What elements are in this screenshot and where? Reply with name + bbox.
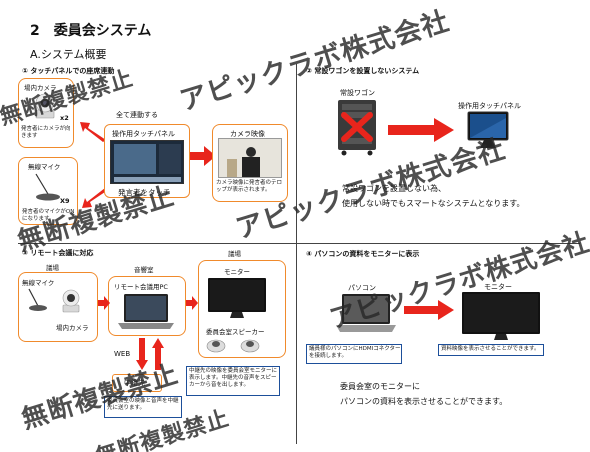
monitor4-caption: 資料映像を表示させることができます。	[441, 346, 540, 352]
section2-desc2: 使用しない時でもスマートなシステムとなります。	[342, 199, 525, 208]
cross-icon	[341, 112, 373, 142]
monitor3-label: モニター	[224, 268, 250, 276]
room-label: 音響室	[134, 266, 154, 274]
mic-count: X9	[60, 197, 70, 205]
mic-caption: 発言者のマイクがONになります	[22, 209, 75, 222]
pc4-caption: 議員様のパソコンにHDMIコネクターを接続します。	[309, 346, 401, 359]
arrow-to-tablet	[388, 118, 454, 142]
monitor4-label: モニター	[484, 283, 512, 291]
arrow-to-video	[190, 146, 216, 166]
remote-microphone-icon	[28, 288, 47, 311]
tablet-icon	[467, 111, 509, 148]
wagon-label: 常設ワゴン	[340, 89, 375, 97]
relay-box	[112, 374, 162, 392]
arrow-pc-to-monitor	[404, 300, 454, 320]
relay-label: 中継先	[124, 379, 145, 387]
mic-box	[18, 157, 78, 225]
video-caption: カメラ映像に発言者のテロップが表示されます。	[216, 180, 283, 193]
monitor4-caption-box	[438, 344, 544, 356]
page-subtitle: A.システム概要	[30, 48, 107, 61]
speaker-label: 委員会室スピーカー	[206, 328, 265, 336]
panel-caption: 発言者をタッチ	[118, 188, 171, 197]
remote-camera-label: 場内カメラ	[56, 324, 89, 332]
section2-title: ② 常設ワゴンを設置しないシステム	[306, 67, 420, 75]
pc-label: リモート会議用PC	[114, 283, 168, 291]
section4-title: ④ パソコンの資料をモニターに表示	[306, 250, 420, 258]
monitor3-icon	[208, 278, 266, 318]
arrow-web-down	[136, 338, 148, 370]
remote-mic-label: 無線マイク	[22, 279, 55, 287]
touch-panel-screenshot	[110, 140, 184, 184]
section1-title: ① タッチパネルでの座席連動	[22, 67, 115, 75]
camera-icon	[35, 93, 55, 119]
arrow-hall-to-pc	[98, 296, 110, 310]
watermark-company-1: アピックラボ株式会社	[176, 5, 454, 118]
video-label: カメラ映像	[230, 130, 265, 138]
arrow-pc-to-hall	[186, 296, 198, 310]
page-title: 2 委員会システム	[30, 23, 152, 39]
arrow-to-camera	[80, 122, 106, 142]
section4-desc2: パソコンの資料を表示させることができます。	[340, 397, 508, 406]
horizontal-divider	[18, 243, 580, 244]
relay-caption: 委員会室の映像と音声を中継先に送ります。	[107, 398, 179, 411]
hall-left-label: 議場	[46, 264, 59, 272]
camera-caption: 発言者にカメラが向きます	[21, 126, 71, 139]
web-label: WEB	[114, 350, 131, 358]
laptop-icon	[118, 294, 174, 329]
pc4-label: パソコン	[348, 284, 376, 292]
section3-title: ③ リモート会議に対応	[22, 249, 94, 257]
monitor-caption: 中継先の映像を委員会室モニターに表示します。中継先の音声をスピーカーから音を出し…	[189, 368, 278, 388]
vertical-divider	[296, 64, 297, 444]
microphone-icon	[35, 173, 60, 201]
section4-desc1: 委員会室のモニターに	[340, 382, 420, 391]
pc4-caption-box	[306, 344, 402, 364]
hall-right-label: 議場	[228, 250, 241, 258]
camera-label: 場内カメラ	[24, 84, 57, 92]
remote-camera-icon	[62, 289, 80, 313]
camera-count: x2	[60, 114, 69, 122]
section2-desc1: 常設ワゴンを設置しない為、	[342, 184, 446, 193]
arrow-web-up	[152, 338, 164, 370]
panel-label: 操作用タッチパネル	[112, 130, 175, 138]
tablet-label: 操作用タッチパネル	[458, 102, 521, 110]
speaker-icon	[206, 339, 260, 353]
pc4-laptop-icon	[336, 294, 396, 332]
monitor-caption-box	[186, 366, 280, 396]
monitor4-icon	[462, 292, 540, 340]
arrow-to-mic	[82, 188, 108, 208]
link-label: 全て連動する	[116, 111, 158, 119]
mic-label: 無線マイク	[28, 163, 61, 171]
relay-caption-box	[104, 396, 182, 418]
video-thumbnail	[218, 138, 282, 178]
